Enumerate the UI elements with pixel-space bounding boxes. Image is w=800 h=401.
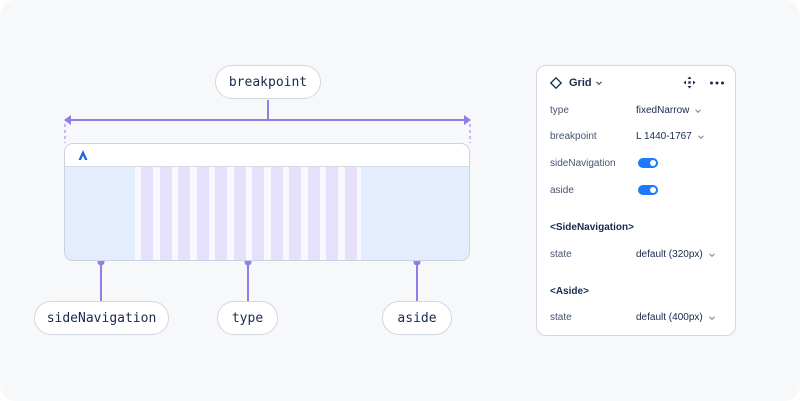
aside-label: aside: [382, 301, 452, 335]
layout-frame: [64, 143, 470, 261]
grid-column: [233, 167, 246, 260]
properties-panel: Grid type fixedNarrow breakpoint: [536, 65, 736, 336]
chevron-down-icon: [695, 108, 702, 113]
chevron-down-icon: [708, 252, 715, 257]
grid-column: [344, 167, 357, 260]
grid-component-icon: [550, 77, 562, 89]
aside-toggle[interactable]: [638, 185, 658, 195]
chevron-down-icon: [697, 134, 704, 139]
breakpoint-select-value: L 1440-1767: [636, 131, 692, 142]
side-navigation-property-label: sideNavigation: [550, 158, 616, 169]
grid-column: [196, 167, 209, 260]
grid-column: [326, 167, 339, 260]
side-navigation-region: [65, 167, 135, 260]
move-icon[interactable]: [683, 76, 696, 89]
panel-header: Grid: [537, 66, 735, 102]
side-navigation-label: sideNavigation: [34, 301, 169, 335]
aside-property-label: aside: [550, 185, 574, 196]
aside-state-value: default (400px): [636, 312, 703, 323]
side-navigation-state-label: state: [550, 249, 572, 260]
grid-column: [159, 167, 172, 260]
breakpoint-property-label: breakpoint: [550, 131, 597, 142]
breakpoint-arrow-left: [64, 115, 71, 125]
top-navigation-bar: [65, 144, 469, 167]
chevron-down-icon: [708, 315, 715, 320]
more-icon[interactable]: [709, 77, 725, 89]
side-navigation-state-value: default (320px): [636, 249, 703, 260]
aside-state-select[interactable]: default (400px): [636, 312, 716, 323]
grid-column: [178, 167, 191, 260]
grid-column: [270, 167, 283, 260]
aside-section-heading: <Aside>: [550, 286, 589, 297]
side-navigation-state-select[interactable]: default (320px): [636, 249, 716, 260]
toggle-knob: [650, 160, 656, 166]
grid-column: [215, 167, 228, 260]
atlassian-logo-icon: [78, 150, 88, 160]
breakpoint-arrow-right: [464, 115, 471, 125]
chevron-down-icon[interactable]: [595, 79, 603, 87]
aside-state-label: state: [550, 312, 572, 323]
grid-column: [307, 167, 320, 260]
aside-region: [361, 167, 469, 260]
side-navigation-section-heading: <SideNavigation>: [550, 222, 634, 233]
panel-title[interactable]: Grid: [569, 77, 592, 89]
type-label: type: [217, 301, 278, 335]
breakpoint-label: breakpoint: [215, 65, 321, 99]
grid-columns-area: [135, 167, 363, 260]
type-select-value: fixedNarrow: [636, 105, 690, 116]
type-property-label: type: [550, 105, 569, 116]
breakpoint-select[interactable]: L 1440-1767: [636, 131, 705, 142]
side-navigation-toggle[interactable]: [638, 158, 658, 168]
type-select[interactable]: fixedNarrow: [636, 105, 702, 116]
toggle-knob: [650, 187, 656, 193]
grid-column: [289, 167, 302, 260]
grid-column: [141, 167, 154, 260]
grid-column: [252, 167, 265, 260]
